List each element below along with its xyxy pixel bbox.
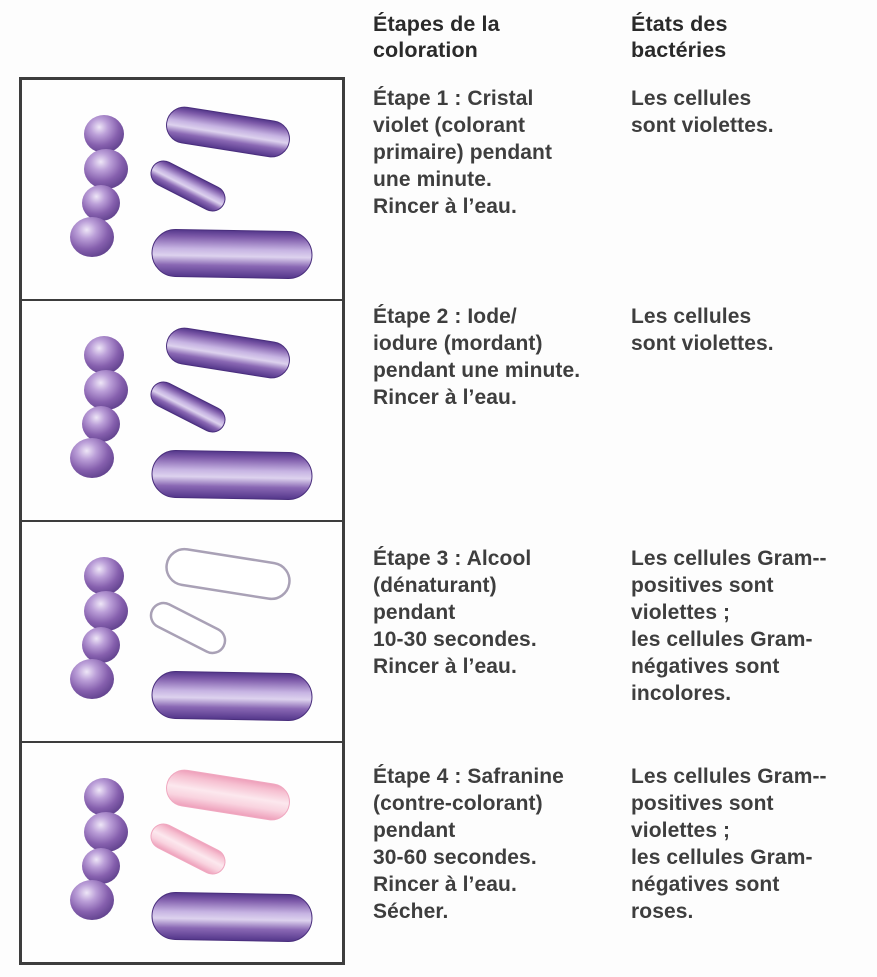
step-4-text: Étape 4 : Safranine (contre-colorant) pe…	[373, 765, 564, 923]
coccus	[70, 880, 114, 920]
rod-large	[151, 892, 313, 942]
coccus	[84, 557, 124, 595]
bacteria-illustration-step-3	[70, 547, 313, 721]
rod-large	[151, 450, 313, 500]
rod-top	[166, 327, 290, 379]
coccus	[84, 812, 128, 852]
rod-small	[150, 381, 226, 433]
rod-top	[166, 106, 290, 158]
coccus	[84, 591, 128, 631]
state-1-text: Les cellules sont violettes.	[631, 87, 774, 137]
coccus	[84, 115, 124, 153]
rod-top	[165, 547, 291, 601]
rod-small	[149, 601, 227, 655]
cocci-chain	[70, 557, 128, 699]
step-3-text: Étape 3 : Alcool (dénaturant) pendant 10…	[373, 547, 537, 678]
panel-etape-1	[22, 80, 342, 299]
coccus	[84, 336, 124, 374]
coccus	[70, 217, 114, 257]
step-2-text: Étape 2 : Iode/ iodure (mordant) pendant…	[373, 305, 581, 409]
coccus	[70, 659, 114, 699]
coccus	[84, 370, 128, 410]
panel-etape-3	[22, 520, 342, 741]
states-column-header: États des bactéries	[631, 12, 728, 62]
coccus	[82, 406, 120, 442]
panel-etape-4	[22, 741, 342, 962]
rod-small	[150, 823, 226, 875]
step-1-text: Étape 1 : Cristal violet (colorant prima…	[373, 87, 553, 218]
state-4-text: Les cellules Gram-- positives sont viole…	[631, 765, 827, 923]
bacteria-illustration-step-2	[70, 327, 313, 500]
cocci-chain	[70, 115, 128, 257]
rod-large	[151, 671, 313, 721]
coccus	[70, 438, 114, 478]
state-3-text: Les cellules Gram-- positives sont viole…	[631, 547, 827, 705]
coccus	[84, 778, 124, 816]
cocci-chain	[70, 778, 128, 920]
coccus	[82, 848, 120, 884]
rod-large	[151, 229, 313, 279]
rod-top	[166, 769, 290, 821]
coccus	[82, 185, 120, 221]
bacteria-panels-figure	[19, 77, 345, 965]
cocci-chain	[70, 336, 128, 478]
panel-etape-2	[22, 299, 342, 520]
state-2-text: Les cellules sont violettes.	[631, 305, 774, 355]
rod-small	[150, 160, 226, 212]
bacteria-illustration-step-1	[70, 106, 313, 279]
bacteria-illustration-step-4	[70, 769, 313, 942]
steps-column-header: Étapes de la coloration	[373, 12, 500, 62]
coccus	[84, 149, 128, 189]
coccus	[82, 627, 120, 663]
